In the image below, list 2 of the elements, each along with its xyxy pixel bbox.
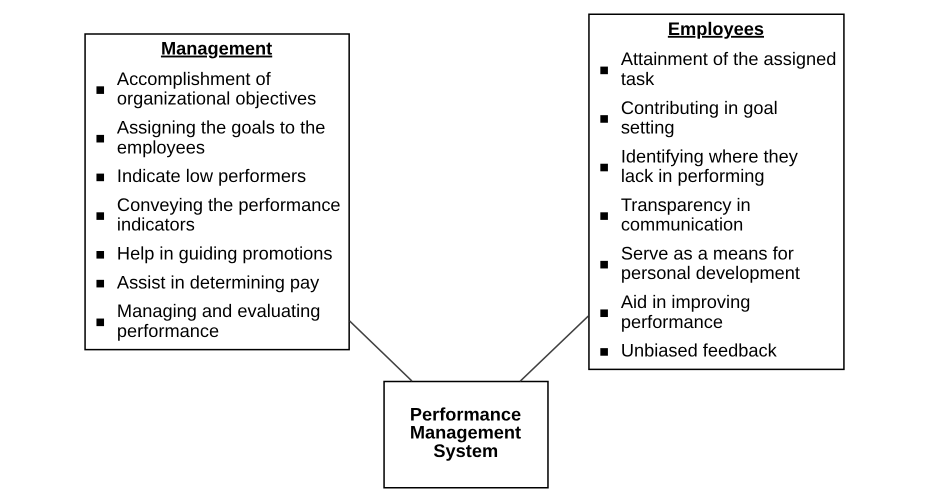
connector: [519, 315, 588, 382]
connector: [348, 320, 412, 382]
